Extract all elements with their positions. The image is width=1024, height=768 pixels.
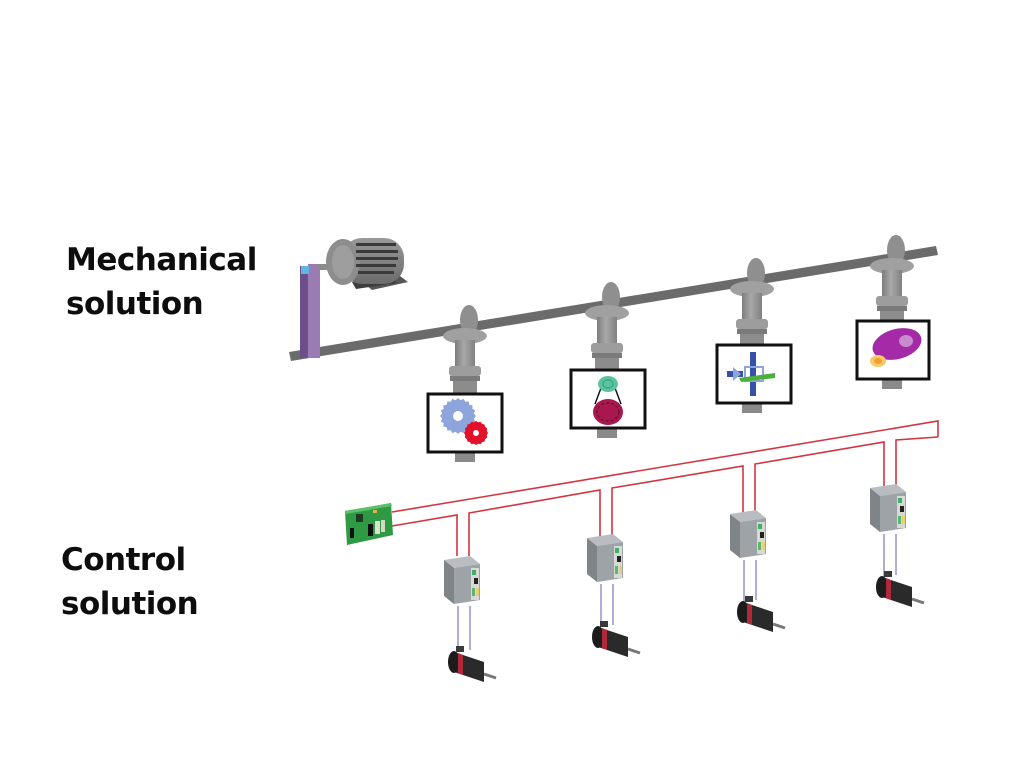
axis-3 <box>730 510 786 632</box>
spindle <box>882 270 902 298</box>
gear-pair-icon <box>440 398 488 445</box>
spindle-end <box>742 403 762 413</box>
station-crank <box>715 258 793 413</box>
servo-drive <box>587 534 623 582</box>
bevel-gear <box>460 305 478 335</box>
axis-1 <box>444 556 497 682</box>
spindle-end <box>597 428 617 438</box>
eccentric-cam-icon <box>870 328 922 367</box>
control-system <box>345 420 939 682</box>
controller-board <box>345 503 393 545</box>
spindle <box>597 317 617 345</box>
servo-drive <box>444 556 480 604</box>
gear-disc <box>730 281 774 297</box>
coupling-ring <box>737 329 767 334</box>
cam-with-roller-icon <box>593 376 623 425</box>
spindle <box>742 293 762 321</box>
coupling-ring <box>450 376 480 381</box>
crank-slider-icon <box>727 352 775 396</box>
station-gears <box>426 305 504 462</box>
spindle-end <box>882 379 902 389</box>
gear-disc <box>870 258 914 274</box>
servo-motor <box>592 621 641 657</box>
coupling-ring <box>592 353 622 358</box>
network-bus <box>391 420 939 556</box>
spindle-lower <box>740 334 764 346</box>
control-label-line2: solution <box>61 586 199 622</box>
mechanical-system <box>289 235 938 462</box>
axis-2 <box>587 534 641 657</box>
electric-motor <box>318 238 408 290</box>
bevel-gear <box>887 235 905 265</box>
coupling <box>449 366 481 376</box>
bus-rail-lower <box>391 436 939 556</box>
bevel-gear <box>602 282 620 312</box>
servo-drive <box>730 510 766 558</box>
axis-4 <box>870 484 925 607</box>
servo-motor <box>448 646 497 682</box>
coupling <box>876 296 908 306</box>
spindle-lower <box>453 381 477 393</box>
mechanical-label-line1: Mechanical <box>66 242 257 278</box>
gear-disc <box>443 328 487 344</box>
spindle-lower <box>595 358 619 370</box>
station-cam-follower <box>569 282 647 438</box>
spindle-end <box>455 452 475 462</box>
servo-motor <box>876 571 925 607</box>
bevel-gear <box>747 258 765 288</box>
mechanical-label-line2: solution <box>66 286 204 322</box>
bus-rail-upper <box>391 420 939 513</box>
station-cam-profile <box>855 235 931 389</box>
coupling-ring <box>877 306 907 311</box>
control-solution-label: Control solution <box>61 538 199 626</box>
mechanical-solution-label: Mechanical solution <box>66 238 257 326</box>
coupling <box>736 319 768 329</box>
control-label-line1: Control <box>61 542 186 578</box>
belt-drive <box>300 264 320 358</box>
spindle <box>455 340 475 368</box>
coupling <box>591 343 623 353</box>
servo-drive <box>870 484 906 532</box>
servo-motor <box>737 596 786 632</box>
gear-disc <box>585 305 629 321</box>
